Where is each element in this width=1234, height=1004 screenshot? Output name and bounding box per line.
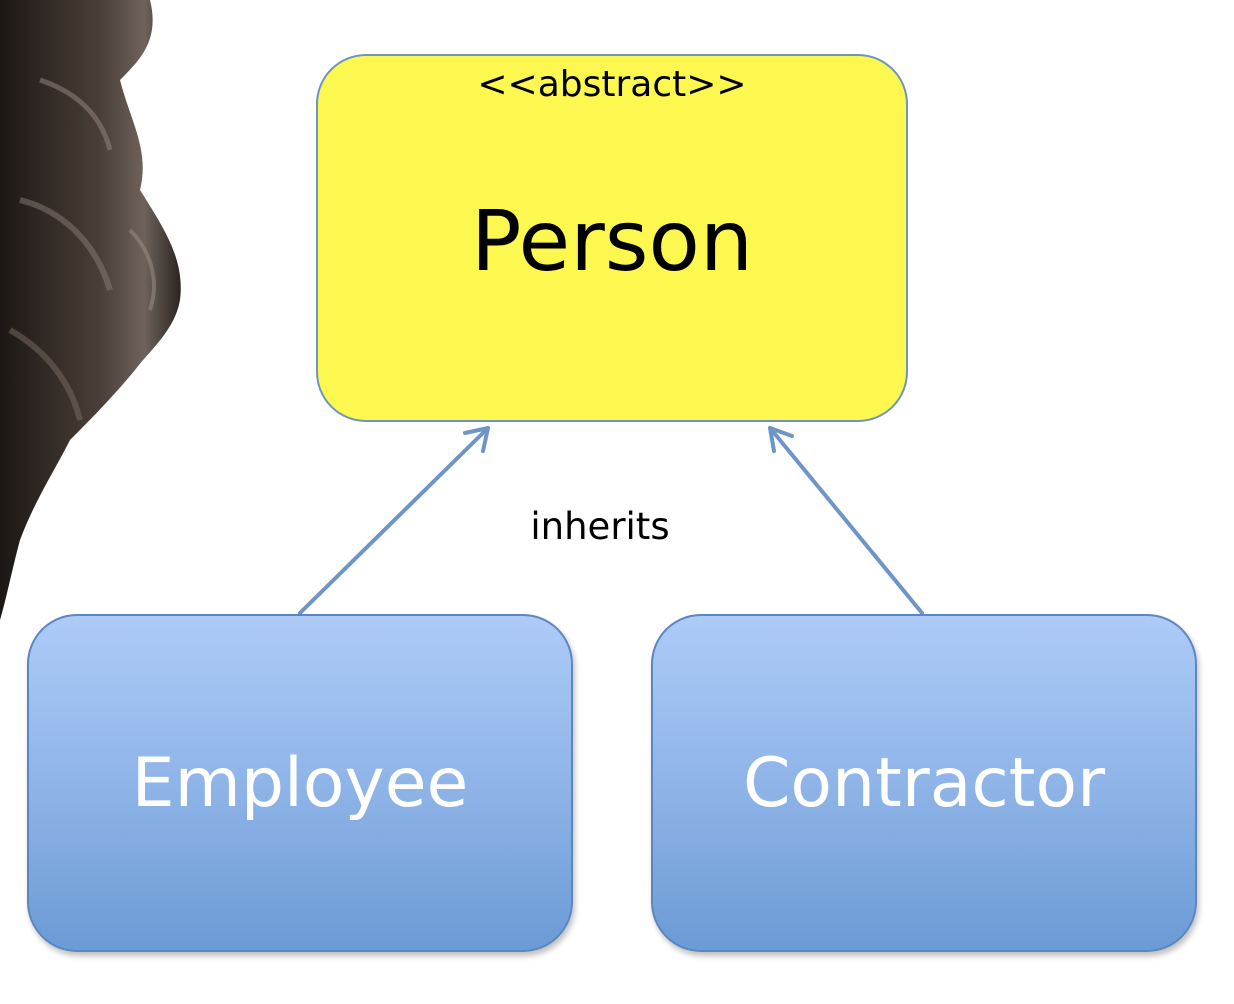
thinker-sculpture-image (0, 0, 181, 620)
employee-class-name: Employee (131, 743, 469, 823)
employee-arrowhead (463, 426, 490, 453)
person-class-box: <<abstract>> Person (316, 54, 908, 422)
employee-class-box: Employee (27, 614, 573, 952)
contractor-class-name: Contractor (742, 743, 1106, 823)
inherits-label: inherits (530, 505, 670, 548)
employee-inherits-arrow-line (298, 426, 490, 615)
abstract-stereotype-label: <<abstract>> (477, 64, 747, 105)
contractor-class-box: Contractor (651, 614, 1197, 952)
contractor-inherits-arrow-line (768, 426, 924, 615)
contractor-arrowhead (768, 426, 794, 453)
person-class-name: Person (470, 192, 754, 290)
